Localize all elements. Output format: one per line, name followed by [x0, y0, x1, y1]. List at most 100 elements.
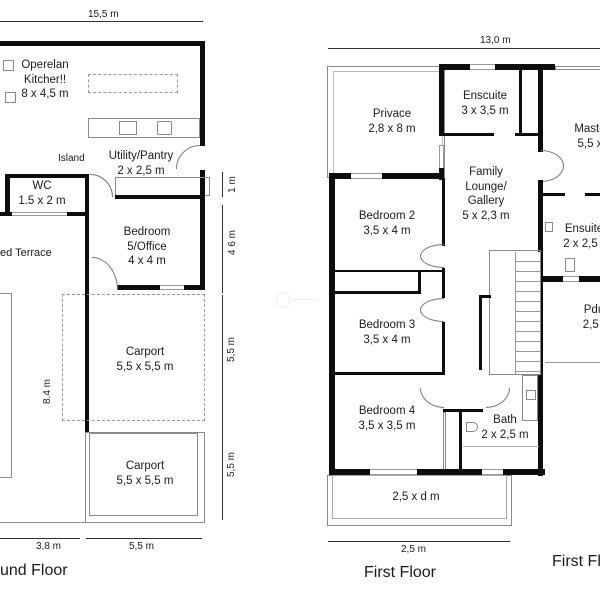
- wall: [329, 173, 335, 476]
- ensuite1-label: Enscuite 3 x 3,5 m: [461, 89, 508, 118]
- utility-label: Utility/Pantry 2 x 2,5 m: [109, 149, 174, 178]
- door-swing: [420, 298, 444, 322]
- room-size: 2 x 2,5 m: [117, 164, 165, 177]
- wall: [329, 173, 444, 179]
- wall: [439, 64, 444, 136]
- room-name: Bedroom: [123, 226, 171, 238]
- wall: [540, 193, 565, 196]
- window: [470, 64, 495, 70]
- wall: [85, 214, 89, 432]
- dimension-line: [222, 205, 223, 293]
- wall: [479, 295, 482, 370]
- master-label: Maste 5,5 x: [574, 122, 600, 151]
- stair-treads: [515, 252, 540, 374]
- room-size: 5,5 x 5,5 m: [116, 360, 174, 373]
- room-size: 2,8 x 8 m: [368, 122, 416, 135]
- dim-3-8m: 3,8 m: [36, 541, 62, 552]
- first-width-dim: 13,0 m: [480, 35, 511, 46]
- room-name: Gallery: [467, 195, 505, 207]
- dim-5-5m: 5,5 m: [129, 541, 155, 552]
- room-name: WC: [32, 180, 52, 192]
- room-size: 3,5 x 3,5 m: [358, 419, 416, 432]
- wall: [439, 64, 555, 70]
- bath-divider: [463, 446, 539, 447]
- carport2-label: Carport 5,5 x 5,5 m: [117, 459, 174, 488]
- room-size: 3,5 x 4 m: [363, 224, 411, 237]
- room-name: Bedroom 4: [358, 405, 416, 417]
- wall: [85, 174, 89, 214]
- room-name: Enscuite: [462, 90, 508, 102]
- dimension-line: [86, 538, 202, 539]
- room-name: Maste: [574, 123, 600, 135]
- room-name: Carport: [125, 346, 165, 358]
- privace-label: Privace 2,8 x 8 m: [368, 107, 415, 136]
- wall: [459, 409, 462, 471]
- bath-label: Bath 2 x 2,5 m: [481, 413, 528, 442]
- ensuite2-label: Ensuite 2 x 2,5 r: [563, 222, 600, 251]
- chair-icon: [3, 60, 14, 71]
- wall: [479, 295, 491, 298]
- first-floor-title-2: First Fl: [552, 553, 600, 570]
- terrace-depth-dim: 8.4 m: [42, 378, 54, 405]
- room-name: Carport: [125, 460, 165, 472]
- room-name: Operelan: [21, 59, 69, 71]
- wall: [443, 409, 483, 412]
- room-size: 5 x 2,3 m: [462, 209, 510, 222]
- window: [439, 145, 444, 169]
- room-name: Privace: [372, 108, 412, 120]
- chair-icon: [5, 92, 16, 103]
- wall: [329, 469, 545, 475]
- balcony-width-dim: 2,5 m: [401, 544, 427, 555]
- pdu-label: Pdu 2,5 :: [583, 303, 600, 332]
- wall: [333, 270, 445, 272]
- room-name: Family: [469, 166, 503, 178]
- bedroom4-label: Bedroom 4 3,5 x 3,5 m: [359, 404, 416, 433]
- bedroom2-label: Bedroom 2 3,5 x 4 m: [359, 209, 415, 238]
- wall: [0, 41, 205, 46]
- wall: [200, 170, 205, 290]
- key-watermark-icon: [290, 299, 318, 300]
- dim-1m: 1 m: [226, 176, 238, 193]
- room-size: 2,5 :: [582, 318, 600, 331]
- window: [370, 469, 417, 475]
- window: [160, 285, 184, 290]
- balcony-label: 2,5 x d m: [392, 491, 440, 503]
- toilet-icon: [466, 422, 478, 432]
- bedroom3-label: Bedroom 3 3,5 x 4 m: [359, 318, 415, 347]
- window: [563, 276, 579, 282]
- window: [351, 173, 382, 179]
- terrace-outline: [0, 293, 12, 478]
- wall: [519, 70, 522, 134]
- dim-4-6m: 4 6 m: [227, 229, 239, 256]
- room-size: 3,5 x 4 m: [363, 333, 411, 346]
- room-name: Pdu: [583, 304, 600, 316]
- room-name: Kitcher!!: [23, 73, 67, 86]
- site-boundary: [0, 522, 205, 523]
- room-size: 5,5 x 5,5 m: [116, 474, 174, 487]
- staircase[interactable]: [489, 250, 541, 375]
- wc-label: WC 1.5 x 2 m: [18, 179, 65, 208]
- wall: [443, 133, 494, 136]
- room-name: Utility/Pantry: [108, 150, 174, 162]
- window: [555, 66, 600, 70]
- wall: [333, 291, 421, 294]
- wall: [585, 193, 600, 196]
- room-size: 5,5 x: [577, 137, 600, 150]
- dimension-line: [222, 295, 223, 425]
- carport1-label: Carport 5,5 x 5,5 m: [117, 345, 174, 374]
- island-outline: [88, 74, 178, 93]
- dimension-line: [0, 21, 203, 22]
- ground-floor-title: und Floor: [0, 562, 68, 579]
- wall: [538, 70, 543, 152]
- room-name: Ensuite: [564, 223, 600, 235]
- dimension-line: [328, 48, 600, 49]
- room-name: Bedroom 3: [358, 319, 416, 331]
- island-label: Island: [58, 153, 85, 164]
- dimension-line: [222, 172, 223, 197]
- kitchen-label: Operelan Kitcher!! 8 x 4,5 m: [21, 58, 68, 102]
- dim-5-5m: 5,5 m: [226, 451, 238, 478]
- wall: [418, 272, 421, 294]
- lounge-label: Family Lounge/ Gallery 5 x 2,3 m: [462, 165, 509, 223]
- closet-door: [443, 412, 446, 470]
- dimension-line: [0, 538, 80, 539]
